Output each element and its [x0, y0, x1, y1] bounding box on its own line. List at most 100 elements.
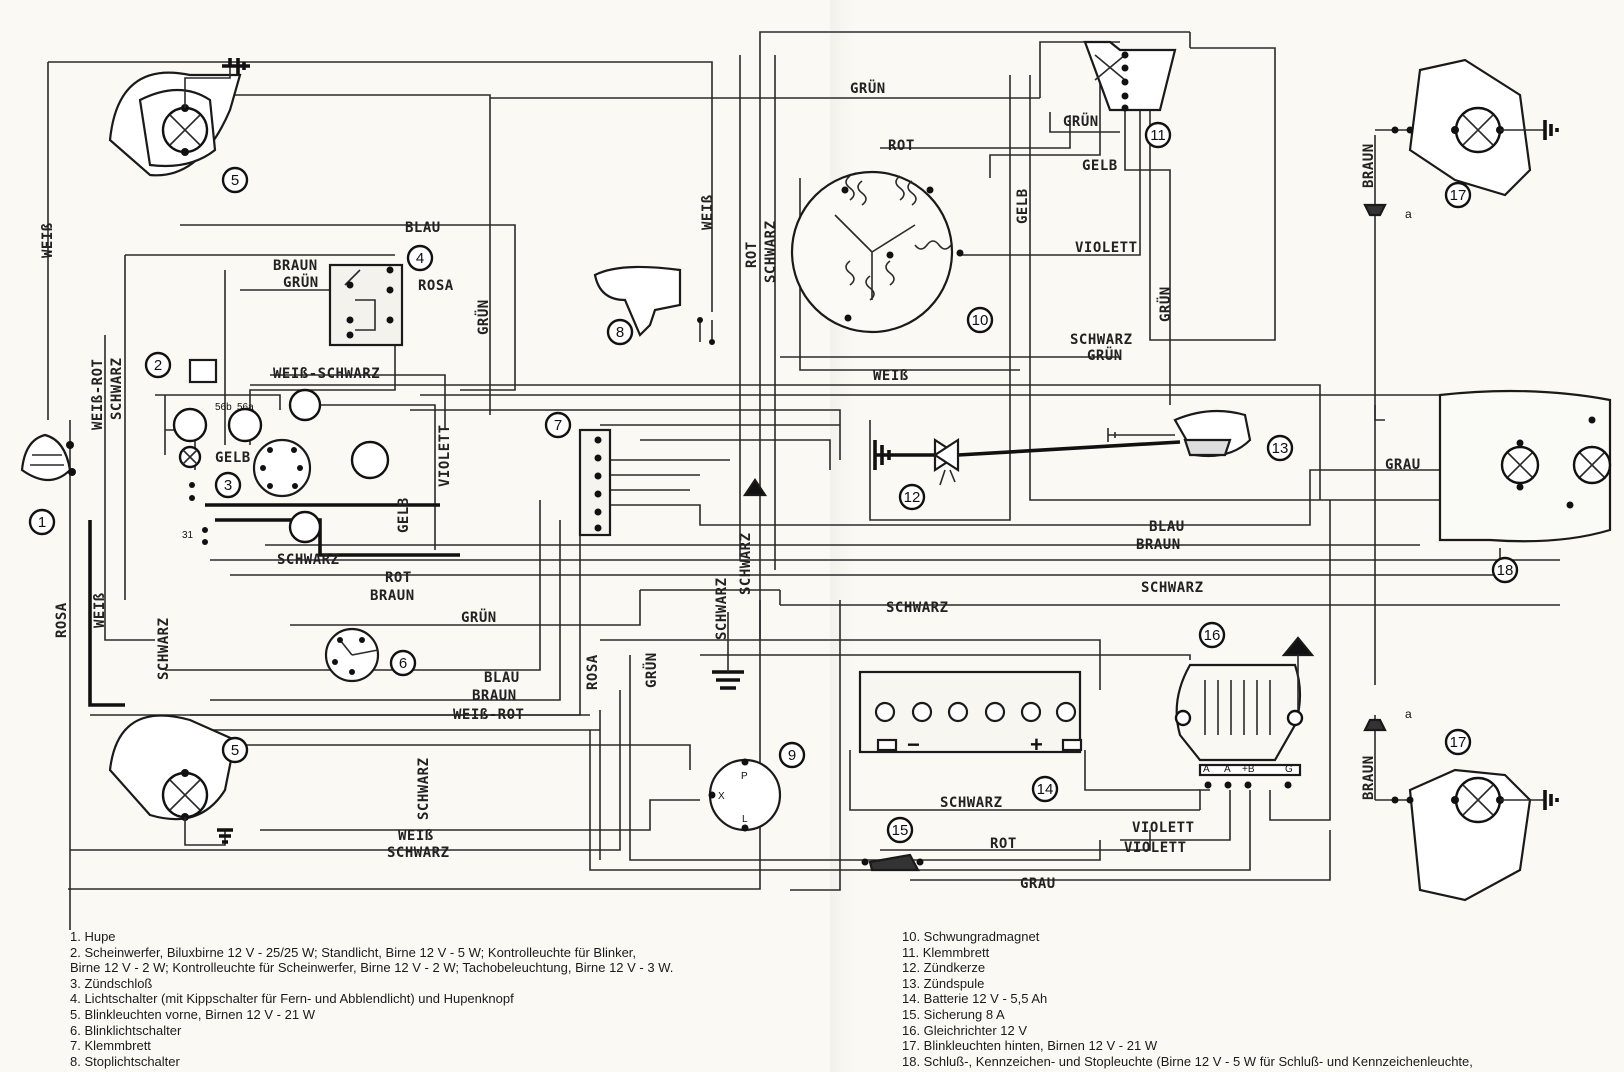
terminal-l: L [742, 814, 748, 825]
component-8-number: 8 [616, 324, 624, 341]
wire-gruen-v10: GRÜN [1156, 286, 1174, 322]
component-6-number: 6 [399, 655, 407, 672]
component-5b-number: 5 [231, 742, 239, 759]
rear-indicator-top: 17 a [1363, 58, 1559, 221]
label-56b: 56b [215, 402, 232, 413]
component-18-number: 18 [1497, 562, 1514, 579]
wire-rot-mid: ROT [385, 570, 412, 586]
label-31: 31 [182, 530, 194, 541]
wire-schwarz-14: SCHWARZ [940, 795, 1003, 811]
ignition-cable [957, 440, 1181, 457]
wire-weibrot-5: WEIß-ROT [453, 707, 524, 723]
blinker-switch: 6 [324, 627, 417, 683]
terminal-b: +B [1242, 764, 1255, 775]
wire-blau-5: BLAU [484, 670, 520, 686]
wire-braun-17b: BRAUN [1361, 755, 1377, 800]
wire-braun-right: BRAUN [1136, 537, 1181, 553]
legend-item: 3. Zündschloß [70, 975, 153, 991]
wire-weibrot-v: WEIß-ROT [90, 359, 106, 430]
terminal-p: P [741, 771, 748, 782]
component-16-number: 16 [1204, 627, 1221, 644]
component-11-number: 11 [1150, 127, 1166, 144]
wire-violett-v: VIOLETT [437, 424, 453, 487]
component-17a-number: 17 [1450, 187, 1467, 204]
component-17b-number: 17 [1450, 734, 1467, 751]
wire-gruen-11: GRÜN [1063, 112, 1099, 130]
headlamp-group: 2 56b 56a 31 [144, 351, 390, 545]
wiring-diagram: 1 5 5 4 2 [20, 31, 1612, 930]
wire-braun-5: BRAUN [472, 688, 517, 704]
component-10-number: 10 [972, 312, 989, 329]
schwarz-bold-3 [88, 520, 125, 707]
wire-rosa-4: ROSA [418, 278, 454, 294]
terminal-x: X [718, 791, 725, 802]
wire-gelb-top: GELB [1082, 158, 1118, 174]
legend-item: 13. Zündspule [902, 975, 985, 991]
legend-item: 4. Lichtschalter (mit Kippschalter für F… [70, 991, 514, 1007]
brake-switch: 8 [593, 265, 715, 346]
terminal-board-11: 11 [1083, 40, 1177, 149]
wire-schwarz-v5: SCHWARZ [738, 532, 754, 595]
wire-rot-top: ROT [888, 138, 915, 154]
legend-item: 1. Hupe [70, 929, 116, 944]
component-1-number: 1 [38, 514, 46, 531]
legend-item: 18. Schluß-, Kennzeichen- und Stopleucht… [902, 1053, 1473, 1069]
label-a-bottom: a [1405, 707, 1412, 721]
battery-minus: − [907, 732, 920, 757]
component-5a-number: 5 [231, 172, 239, 189]
wire-weib-bot: WEIß [398, 828, 434, 844]
wire-schwarz-bot: SCHWARZ [387, 845, 450, 861]
wire-braun-17a: BRAUN [1361, 143, 1377, 188]
tail-light: 18 [1438, 389, 1612, 584]
terminal-a2: A [1224, 764, 1231, 775]
component-3-number: 3 [224, 477, 232, 494]
wire-grau-bot: GRAU [1020, 876, 1056, 892]
light-switch: 4 [328, 244, 434, 347]
schwarz-bold-1 [215, 518, 460, 557]
front-indicator-bottom: 5 [108, 714, 249, 846]
component-1-number-circle [28, 508, 56, 536]
component-7-number: 7 [554, 417, 562, 434]
wire-violett-16a: VIOLETT [1132, 820, 1195, 836]
wire-schwarz-v6: SCHWARZ [416, 757, 432, 820]
wire-violett-16b: VIOLETT [1124, 840, 1187, 856]
wire-gelb-v3: GELB [396, 497, 412, 533]
flywheel-magneto: 10 [790, 170, 994, 334]
wire-braun-mid: BRAUN [370, 588, 415, 604]
legend-item: Birne 12 V - 2 W; Kontrolleuchte für Sch… [70, 960, 674, 976]
wire-rosa-v: ROSA [54, 602, 70, 638]
wire-schwarz-right: SCHWARZ [1141, 580, 1204, 596]
horn: 1 [20, 433, 76, 536]
legend-item: 2. Scheinwerfer, Biluxbirne 12 V - 25/25… [70, 944, 637, 960]
rectifier: A A +B G 16 [1174, 621, 1315, 789]
wire-gruen-v2: GRÜN [642, 652, 660, 688]
wire-gruen-top: GRÜN [850, 79, 886, 97]
wire-gruen-4: GRÜN [283, 273, 319, 291]
wire-schwarz-v: SCHWARZ [763, 220, 779, 283]
legend-right: 10. Schwungradmagnet 11. Klemmbrett 12. … [902, 929, 1473, 1069]
component-2-number: 2 [154, 357, 162, 374]
wire-schwarz-mid2: SCHWARZ [886, 600, 949, 616]
legend-item: 6. Blinklichtschalter [70, 1022, 182, 1038]
legend-item: 15. Sicherung 8 A [902, 1006, 1005, 1022]
component-14-number: 14 [1037, 781, 1054, 798]
ground-symbols [712, 478, 768, 690]
wire-schwarz-3: SCHWARZ [277, 552, 340, 568]
spark-plug: 12 [873, 437, 961, 511]
component-4-number: 4 [416, 250, 424, 267]
ignition-lock: 3 [214, 438, 312, 499]
component-12-number: 12 [904, 489, 921, 506]
wire-gelb-3: GELB [215, 450, 251, 466]
terminal-g: G [1285, 764, 1293, 775]
wire-braun-4: BRAUN [273, 258, 318, 274]
wire-violett-10: VIOLETT [1075, 240, 1138, 256]
wire-rosa-v2: ROSA [585, 654, 601, 690]
terminal-a1: A [1203, 764, 1210, 775]
component-15-number: 15 [892, 822, 909, 839]
wire-gruen-6: GRÜN [461, 608, 497, 626]
wire-weib-v8: WEIß [700, 194, 716, 230]
wire-blau-right: BLAU [1149, 519, 1185, 535]
front-indicator-top: 5 [108, 58, 250, 194]
wire-weib-schwarz: WEIß-SCHWARZ [273, 366, 380, 382]
